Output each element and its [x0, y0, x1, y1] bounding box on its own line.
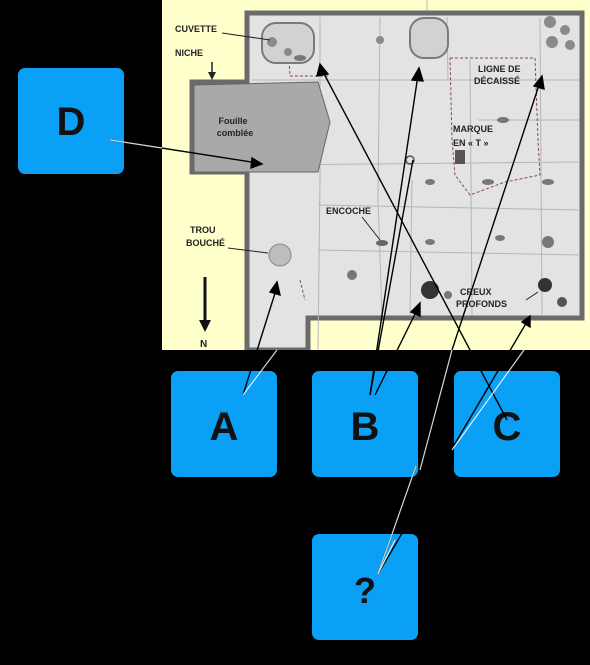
connector-q-creux	[377, 319, 529, 575]
label-ligne-2: DÉCAISSÉ	[474, 76, 520, 86]
label-ligne-1: LIGNE DE	[478, 64, 521, 74]
box-c-label: C	[493, 405, 522, 449]
label-marque-2: EN « T »	[453, 138, 489, 148]
label-fouille-2: comblée	[217, 128, 254, 138]
label-marque-1: MARQUE	[453, 124, 493, 134]
leader-encoche	[361, 216, 381, 241]
connector-b-encoche	[369, 159, 414, 396]
box-a-label: A	[210, 405, 239, 449]
connector-a-trou	[242, 289, 277, 396]
label-cuvette: CUVETTE	[175, 24, 217, 34]
connector-c-cuvette	[321, 69, 508, 421]
box-a[interactable]: A	[171, 371, 277, 477]
floor-holes	[267, 16, 575, 307]
box-question[interactable]: ?	[312, 534, 418, 640]
fouille-comblee-area	[193, 81, 331, 173]
cuvette-basin-2	[409, 17, 449, 59]
label-creux-1: CREUX	[460, 287, 492, 297]
label-creux-2: PROFONDS	[456, 299, 507, 309]
box-b[interactable]: B	[312, 371, 418, 477]
box-d-label: D	[57, 100, 86, 144]
leader-creux	[525, 291, 539, 301]
box-b-label: B	[351, 405, 380, 449]
label-niche: NICHE	[175, 48, 203, 58]
leader-trou	[227, 247, 269, 254]
connector-lines-light	[109, 139, 525, 575]
box-d[interactable]: D	[18, 68, 124, 174]
connector-c-ligne	[451, 81, 541, 351]
north-arrow	[199, 277, 211, 332]
leader-cuvette	[221, 32, 271, 41]
cuvette-basin	[261, 22, 315, 64]
label-fouille-1: Fouille	[219, 116, 248, 126]
connector-b-niche	[369, 74, 419, 396]
label-north: N	[200, 339, 207, 350]
box-question-label: ?	[354, 570, 376, 611]
label-trou-1: TROU	[190, 225, 216, 235]
box-c[interactable]: C	[454, 371, 560, 477]
label-encoche: ENCOCHE	[326, 206, 371, 216]
connector-b-creux	[374, 307, 419, 396]
label-trou-2: BOUCHÉ	[186, 238, 225, 248]
